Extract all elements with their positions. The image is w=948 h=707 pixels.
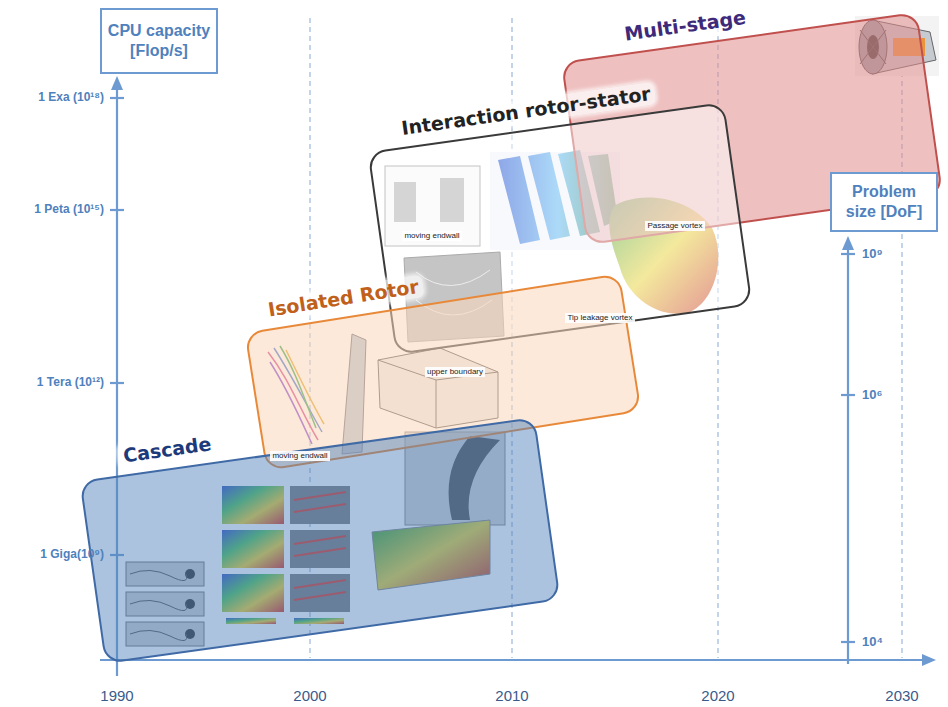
year-label: 2000 (293, 687, 326, 704)
axis-title-box: Problem size [DoF] (830, 172, 938, 232)
region-title: Cascade (117, 431, 218, 467)
region-title: Isolated Rotor (261, 274, 425, 322)
tick-label: 1 Tera (10¹²) (37, 376, 104, 390)
year-label: 2020 (701, 687, 734, 704)
region-title: Multi-stage (618, 5, 752, 46)
figure-label: upper boundary (425, 367, 485, 376)
axis-title: Problem size [DoF] (837, 182, 931, 222)
figure-label: moving endwall (270, 451, 329, 460)
year-label: 2030 (885, 687, 918, 704)
year-label: 1990 (100, 687, 133, 704)
tick-label: 1 Exa (10¹⁸) (38, 91, 104, 105)
figure-label: moving endwall (402, 231, 461, 240)
tick-label: 10⁶ (862, 388, 882, 403)
tick-label: 1 Giga(10⁹) (40, 548, 104, 562)
tick-label: 10⁴ (862, 635, 883, 650)
year-label: 2010 (495, 687, 528, 704)
tick-label: 1 Peta (10¹⁵) (34, 203, 104, 217)
axis-title: CPU capacity [Flop/s] (107, 21, 211, 61)
figure-label: Tip leakage vortex (565, 313, 634, 322)
tick-label: 10⁹ (862, 247, 883, 262)
figure-label: Passage vortex (645, 221, 704, 230)
axis-title-box: CPU capacity [Flop/s] (100, 8, 218, 74)
